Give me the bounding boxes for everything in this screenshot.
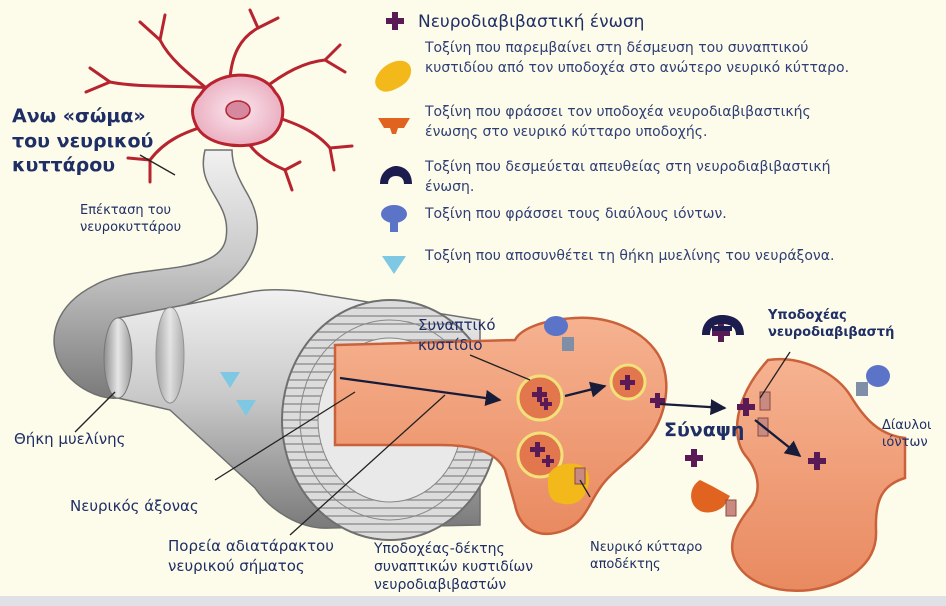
synapse-label: Σύναψη <box>664 418 744 443</box>
legend-item-1-line1: Τοξίνη που παρεμβαίνει στη δέσμευση του … <box>425 39 849 59</box>
axon-label: Νευρικός άξονας <box>70 497 199 517</box>
legend-item-2-line1: Τοξίνη που φράσσει τον υποδοχέα νευροδια… <box>425 103 811 123</box>
legend-icons <box>375 12 412 274</box>
legend-item-1: Τοξίνη που παρεμβαίνει στη δέσμευση του … <box>425 39 849 78</box>
legend-item-5-line1: Τοξίνη που αποσυνθέτει τη θήκη μυελίνης … <box>425 247 834 267</box>
vesicle-label: Συναπτικό κυστίδιο <box>418 316 496 355</box>
cell-body-label: Ανω «σώμα» του νευρικού κυττάρου <box>12 104 153 178</box>
dark-blue-cap-icon <box>380 166 412 184</box>
blue-channel-toxin-2 <box>856 365 890 396</box>
orange-receptor-blocker-icon <box>378 118 410 134</box>
vesicle-receptor-label: Υποδοχέας-δέκτης συναπτικών κυστιδίων νε… <box>374 540 533 595</box>
orange-receptor-toxin <box>691 480 730 512</box>
legend-item-4-line1: Τοξίνη που φράσσει τους διαύλους ιόντων. <box>425 205 727 225</box>
blue-channel-blocker-icon <box>381 205 407 232</box>
legend-item-5: Τοξίνη που αποσυνθέτει τη θήκη μυελίνης … <box>425 247 834 267</box>
receiving-cell <box>732 359 905 591</box>
legend-item-1-line2: κυστιδίου από τον υποδοχέα στο ανώτερο ν… <box>425 59 849 79</box>
legend-item-4: Τοξίνη που φράσσει τους διαύλους ιόντων. <box>425 205 727 225</box>
signal-path-label: Πορεία αδιατάρακτου νευρικού σήματος <box>168 537 334 576</box>
legend-item-3-line1: Τοξίνη που δεσμεύεται απευθείας στη νευρ… <box>425 158 831 178</box>
legend-item-2: Τοξίνη που φράσσει τον υποδοχέα νευροδια… <box>425 103 811 142</box>
nucleus <box>226 101 250 119</box>
extension-label: Επέκταση του νευροκυττάρου <box>80 203 181 237</box>
neurotransmitter-icon <box>386 12 404 30</box>
ion-channels-label: Δίαυλοι ιόντων <box>882 418 931 452</box>
legend-item-3: Τοξίνη που δεσμεύεται απευθείας στη νευρ… <box>425 158 831 197</box>
myelin-label: Θήκη μυελίνης <box>14 430 125 450</box>
bottom-bar <box>0 596 946 606</box>
legend-item-2-line2: ένωσης στο νευρικό κύτταρο υποδοχής. <box>425 123 811 143</box>
yellow-capsule-icon <box>375 61 411 92</box>
receiving-cell-label: Νευρικό κύτταρο αποδέκτης <box>590 540 702 574</box>
legend-item-3-line2: ένωση. <box>425 178 831 198</box>
light-blue-triangle-icon <box>382 256 406 274</box>
receptor-label: Υποδοχέας νευροδιαβιβαστή <box>768 308 894 342</box>
legend-title: Νευροδιαβιβαστική ένωση <box>418 12 644 32</box>
